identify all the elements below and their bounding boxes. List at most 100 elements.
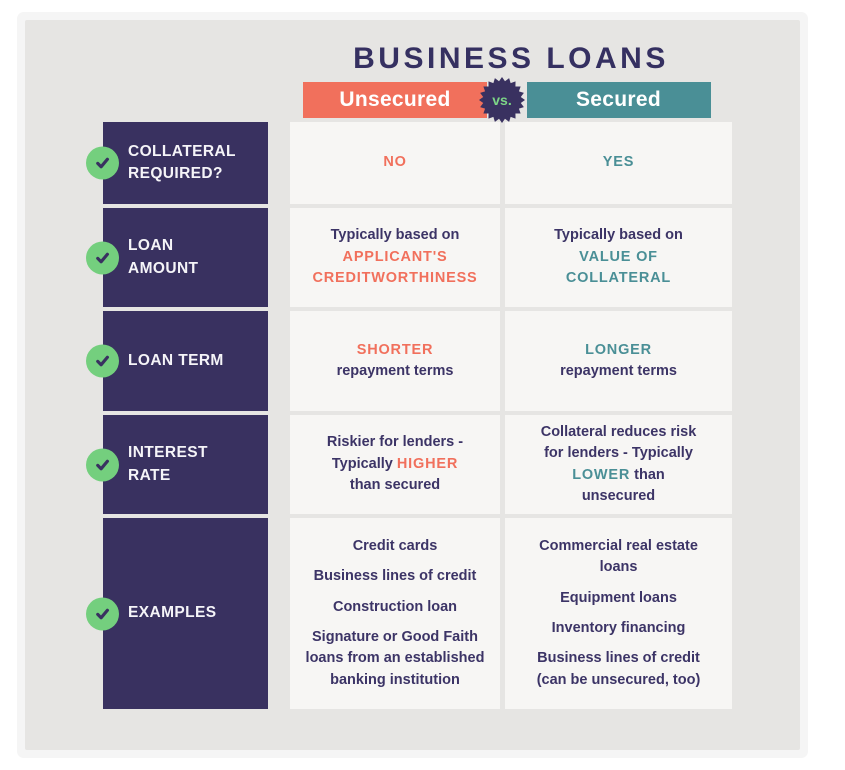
cell-paragraph: NO [383, 152, 406, 173]
sidebar-item-label: LOAN TERM [128, 351, 224, 369]
cell-paragraph: LONGER repayment terms [560, 340, 677, 383]
cell-interest-rate-unsecured: Riskier for lenders - Typically HIGHER tha… [290, 415, 500, 514]
text-segment: repayment terms [336, 363, 454, 379]
cell-collateral-unsecured: NO [290, 122, 500, 204]
text-segment: for lenders - Typically [544, 445, 693, 462]
cell-collateral-secured: YES [505, 122, 732, 204]
check-icon [86, 241, 119, 274]
cell-paragraph: Business lines of credit (can be unsecure… [537, 648, 701, 691]
accent-text: HIGHER [396, 455, 459, 472]
text-line: YES [603, 152, 634, 173]
text-segment: Riskier for lenders - [326, 434, 464, 451]
text-line: repayment terms [337, 361, 454, 382]
text-segment: loans [599, 559, 638, 576]
text-segment: banking institution [330, 671, 460, 688]
accent-text: CREDITWORTHINESS [312, 270, 478, 287]
text-segment: Business lines of credit [313, 568, 477, 585]
sidebar-item-label: INTEREST RATE [128, 444, 208, 484]
column-header-unsecured: Unsecured [303, 82, 487, 118]
cell-paragraph: Typically based on VALUE OF COLLATERAL [554, 225, 683, 289]
text-segment: Construction loan [332, 598, 458, 615]
sidebar-item-label: LOAN AMOUNT [128, 237, 199, 277]
cell-loan-term-unsecured: SHORTER repayment terms [290, 311, 500, 411]
text-line: LOWER than [541, 465, 697, 486]
text-segment: Collateral reduces risk [540, 423, 697, 440]
cell-paragraph: Typically based on APPLICANT'S CREDITWORTH… [312, 225, 477, 289]
text-segment: (can be unsecured, too) [536, 671, 701, 688]
cell-paragraph: Construction loan [333, 597, 457, 618]
text-line: for lenders - Typically [541, 443, 697, 464]
text-line: Commercial real estate [539, 536, 698, 557]
cell-paragraph: Credit cards [353, 536, 438, 557]
cell-paragraph: SHORTER repayment terms [337, 340, 454, 383]
text-segment: Typically based on [554, 227, 683, 244]
vs-badge: vs. [479, 77, 525, 123]
text-line: Business lines of credit [537, 648, 701, 669]
text-segment: Typically based on [330, 227, 460, 244]
text-line: loans from an established [306, 648, 485, 669]
accent-text: COLLATERAL [565, 270, 672, 287]
text-line: Construction loan [333, 597, 457, 618]
column-header-secured-label: Secured [576, 88, 661, 111]
text-segment: Commercial real estate [539, 537, 698, 554]
column-header-unsecured-label: Unsecured [339, 88, 451, 111]
text-segment: Signature or Good Faith [312, 629, 478, 645]
text-line: Inventory financing [552, 618, 686, 639]
sidebar-item-loan-amount: LOAN AMOUNT [86, 208, 268, 307]
cell-paragraph: Commercial real estate loans [539, 536, 698, 579]
accent-text: NO [383, 154, 407, 171]
text-line: CREDITWORTHINESS [312, 268, 477, 289]
text-line: repayment terms [560, 361, 677, 382]
sidebar-item-label: EXAMPLES [128, 604, 217, 622]
text-line: APPLICANT'S [312, 247, 477, 268]
accent-text: SHORTER [356, 341, 434, 358]
text-segment: Credit cards [352, 537, 438, 554]
text-line: Typically HIGHER [327, 454, 463, 475]
cell-paragraph: Signature or Good Faith loans from an est… [306, 627, 485, 691]
text-line: loans [539, 557, 698, 578]
accent-text: LOWER [572, 466, 631, 483]
accent-text: YES [602, 154, 635, 171]
text-segment: Business lines of credit [537, 650, 700, 667]
comparison-table: Unsecured Secured vs. COLLATERAL REQUIRE… [86, 77, 732, 709]
text-line: than secured [327, 475, 463, 496]
text-segment: than [630, 466, 665, 483]
accent-text: APPLICANT'S [342, 248, 448, 265]
page-title: BUSINESS LOANS [353, 42, 669, 75]
text-line: VALUE OF [554, 247, 683, 268]
infographic-panel: BUSINESS LOANS Unsecured Secured vs. COL… [25, 20, 800, 750]
text-line: Typically based on [312, 225, 477, 246]
cell-loan-amount-unsecured: Typically based on APPLICANT'S CREDITWORTH… [290, 208, 500, 307]
text-line: Collateral reduces risk [541, 422, 697, 443]
cell-loan-amount-secured: Typically based on VALUE OF COLLATERAL [505, 208, 732, 307]
text-segment: loans from an established [305, 650, 485, 667]
cell-loan-term-secured: LONGER repayment terms [505, 311, 732, 411]
cell-paragraph: Business lines of credit [314, 566, 477, 587]
text-line: LONGER [560, 340, 677, 361]
vs-badge-label: vs. [492, 92, 512, 108]
cell-paragraph: Inventory financing [552, 618, 686, 639]
text-line: NO [383, 152, 406, 173]
sidebar-item-examples: EXAMPLES [86, 518, 268, 709]
sidebar-item-interest-rate: INTEREST RATE [86, 415, 268, 514]
text-line: Signature or Good Faith [306, 627, 485, 648]
text-line: Typically based on [554, 225, 683, 246]
starburst-icon [479, 77, 525, 123]
sidebar-item-loan-term: LOAN TERM [86, 311, 268, 411]
column-header-secured: Secured [526, 82, 711, 118]
text-segment: repayment terms [560, 363, 677, 379]
text-line: Riskier for lenders - [327, 432, 463, 453]
cell-interest-rate-secured: Collateral reduces risk for lenders - Typ… [505, 415, 732, 514]
text-segment: Equipment loans [560, 589, 677, 606]
check-icon [86, 597, 119, 630]
cell-paragraph: Collateral reduces risk for lenders - Typ… [541, 422, 697, 508]
cell-paragraph: YES [603, 152, 634, 173]
text-line: Business lines of credit [314, 566, 477, 587]
sidebar-item-collateral-required: COLLATERAL REQUIRED? [86, 122, 268, 204]
check-icon [86, 344, 119, 378]
text-segment: Typically [331, 455, 397, 472]
text-segment: than secured [349, 477, 441, 494]
